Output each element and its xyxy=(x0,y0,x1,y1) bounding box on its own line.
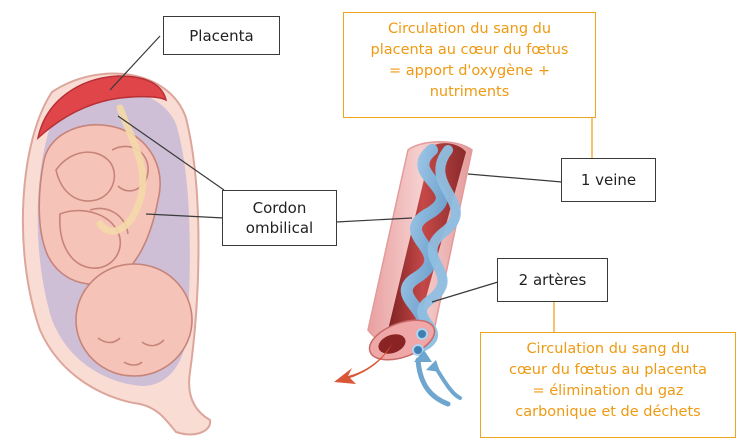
arteres-label-text: 2 artères xyxy=(519,270,587,290)
info-top-line-3: = apport d'oxygène + xyxy=(352,61,587,82)
cord-section xyxy=(334,142,472,404)
cordon-label-line-1: Cordon xyxy=(253,198,307,218)
veine-label-text: 1 veine xyxy=(581,170,636,190)
info-bottom: Circulation du sang du cœur du fœtus au … xyxy=(480,332,736,438)
info-top-line-4: nutriments xyxy=(352,82,587,103)
info-bottom-line-4: carbonique et de déchets xyxy=(489,402,727,423)
placenta-label-text: Placenta xyxy=(189,26,253,46)
info-top-line-1: Circulation du sang du xyxy=(352,19,587,40)
placenta-label: Placenta xyxy=(163,16,280,55)
cordon-label-line-2: ombilical xyxy=(246,218,313,238)
info-bottom-line-3: = élimination du gaz xyxy=(489,381,727,402)
info-top-line-2: placenta au cœur du fœtus xyxy=(352,40,587,61)
cordon-label: Cordon ombilical xyxy=(222,190,337,246)
info-bottom-line-1: Circulation du sang du xyxy=(489,339,727,360)
info-bottom-line-2: cœur du fœtus au placenta xyxy=(489,360,727,381)
veine-label: 1 veine xyxy=(561,158,656,202)
info-top: Circulation du sang du placenta au cœur … xyxy=(343,12,596,118)
arteres-label: 2 artères xyxy=(497,258,608,302)
